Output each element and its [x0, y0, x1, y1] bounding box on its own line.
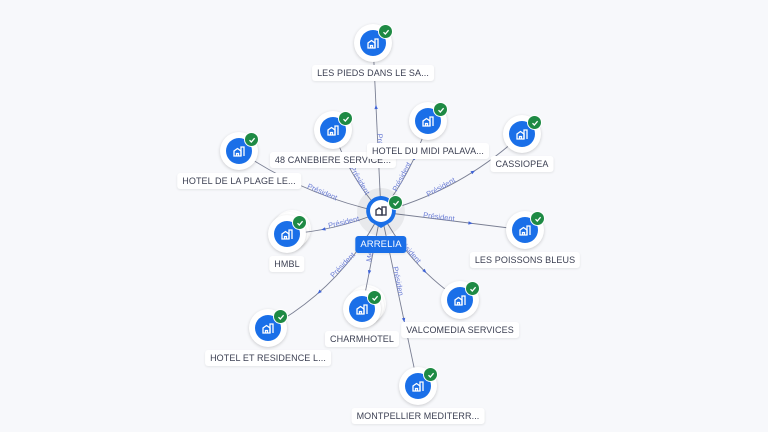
company-node-label[interactable]: HOTEL ET RESIDENCE L... [205, 350, 331, 366]
verified-check-icon [527, 115, 542, 130]
center-node-label[interactable]: ARRELIA [355, 236, 407, 253]
verified-check-icon [244, 132, 259, 147]
company-node-label[interactable]: CASSIOPEA [490, 156, 554, 172]
edge-arrow-icon [321, 227, 326, 231]
edge-label-montpellier: Présiden [391, 266, 406, 297]
company-node-label[interactable]: HOTEL DE LA PLAGE LE... [177, 173, 301, 189]
verified-check-icon [367, 290, 382, 305]
verified-check-icon [465, 281, 480, 296]
verified-check-icon [433, 102, 448, 117]
verified-check-icon [292, 215, 307, 230]
edge-arrow-icon [367, 270, 372, 275]
edge-arrow-icon [317, 289, 322, 294]
building-icon [512, 217, 538, 243]
verified-check-icon [338, 111, 353, 126]
edge-label-hmbl: Président [327, 214, 361, 230]
edge-arrow-icon [470, 170, 476, 175]
company-node-label[interactable]: LES PIEDS DANS LE SA... [312, 65, 434, 81]
edge-arrow-icon [468, 221, 473, 225]
verified-check-icon [423, 367, 438, 382]
edge-montpellier [380, 211, 419, 387]
verified-check-icon [273, 309, 288, 324]
edge-arrow-icon [422, 268, 427, 274]
company-node-label[interactable]: HOTEL DU MIDI PALAVA... [367, 143, 489, 159]
verified-check-icon [388, 195, 403, 210]
building-icon [375, 206, 387, 216]
edge-label-poissons: Président [423, 210, 456, 223]
company-node-label[interactable]: HMBL [269, 256, 305, 272]
company-node-label[interactable]: 48 CANEBIERE SERVICE... [269, 152, 397, 168]
edge-arrow-icon [374, 104, 378, 110]
company-node-label[interactable]: LES POISSONS BLEUS [469, 252, 581, 268]
company-node-label[interactable]: CHARMHOTEL [324, 331, 400, 347]
edge-les-pieds [372, 42, 382, 213]
edge-label-residence: Président [328, 250, 357, 280]
edge-arrow-icon [401, 317, 406, 323]
verified-check-icon [378, 24, 393, 39]
edge-label-cassiopea: Président [425, 175, 458, 199]
company-node-label[interactable]: VALCOMEDIA SERVICES [401, 322, 519, 338]
verified-check-icon [530, 211, 545, 226]
edge-label-plage: Président [306, 182, 340, 203]
company-node-label[interactable]: MONTPELLIER MEDITERR... [351, 408, 485, 424]
building-icon [405, 373, 431, 399]
